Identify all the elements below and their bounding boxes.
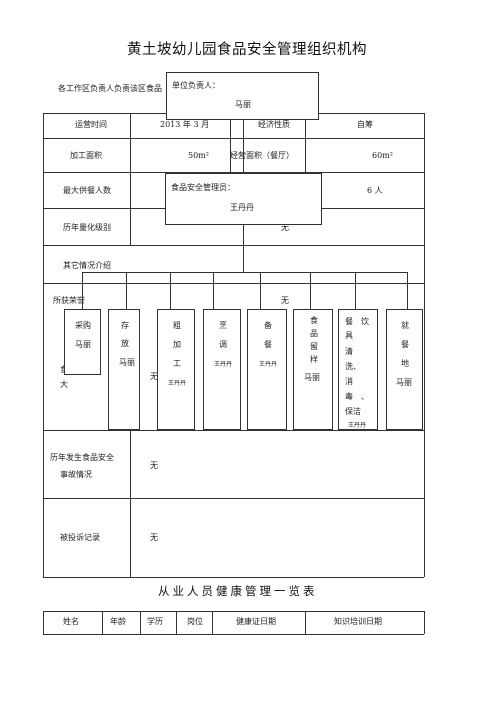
safety-manager-label: 食品安全管理员： — [171, 183, 235, 192]
staff-header-education: 学历 — [147, 617, 163, 626]
safety-manager-name: 王丹丹 — [230, 203, 254, 212]
complaints-value: 无 — [150, 533, 158, 542]
none-mid: 无 — [150, 372, 158, 381]
unit-head-box: 单位负责人： 马丽 — [166, 72, 319, 120]
other-label: 其它情况介绍 — [63, 261, 111, 270]
incidents-value: 无 — [150, 461, 158, 470]
business-area-value: 60m² — [372, 151, 393, 160]
safety-manager-box: 食品安全管理员： 王丹丹 — [165, 173, 322, 225]
staff-header-health-cert-date: 健康证日期 — [236, 617, 276, 626]
post-box-storage: 存 放 马丽 — [108, 309, 140, 430]
unit-head-name: 马丽 — [235, 100, 251, 109]
max-meals-label: 最大供餐人数 — [63, 186, 111, 195]
incidents-label-1: 历年发生食品安全 — [50, 453, 114, 462]
complaints-label: 被投诉记录 — [60, 533, 100, 542]
staff-table-title: 从业人员健康管理一览表 — [158, 584, 318, 598]
staff-header-post: 岗位 — [187, 617, 203, 626]
intro-text: 各工作区负责人负责该区食品 — [58, 84, 162, 93]
post-box-dining-area: 就 餐 地 马丽 — [386, 309, 423, 430]
staff-header-training-date: 知识培训日期 — [334, 617, 382, 626]
post-box-meal-prep: 备 餐 王丹丹 — [247, 309, 287, 430]
max-meals-value: 6 人 — [367, 186, 383, 195]
post-box-purchase: 采购 马丽 — [64, 309, 101, 375]
processing-area-label: 加工面积 — [70, 151, 102, 160]
business-area-label: 经营面积（餐厅） — [230, 151, 294, 160]
unit-head-label: 单位负责人： — [172, 81, 220, 90]
rating-value: 无 — [281, 223, 289, 232]
nature-label: 经济性质 — [258, 120, 290, 129]
staff-header-age: 年龄 — [110, 617, 126, 626]
operation-time-value: 2013 年 3 月 — [160, 120, 210, 129]
page-title: 黄土坡幼儿园食品安全管理组织机构 — [127, 42, 367, 58]
incidents-label-2: 事故情况 — [60, 470, 92, 479]
honors-value: 无 — [281, 296, 289, 305]
food-label-2: 大 — [60, 380, 68, 389]
post-box-cooking: 烹 调 王丹丹 — [203, 309, 241, 430]
operation-time-label: 运营时间 — [75, 120, 107, 129]
honors-label: 所获荣誉 — [53, 296, 85, 305]
nature-value: 自筹 — [357, 120, 373, 129]
staff-header-name: 姓名 — [63, 617, 79, 626]
rating-label: 历年量化级别 — [63, 223, 111, 232]
post-box-tableware-cleaning: 餐 饮 具 清 洗、 消 毒 、 保洁 王丹丹 — [338, 309, 378, 430]
post-box-sample-retention: 食 品 留 样 马丽 — [293, 309, 333, 430]
processing-area-value: 50m² — [188, 151, 209, 160]
post-box-rough-processing: 粗 加 工 王丹丹 — [157, 309, 195, 430]
